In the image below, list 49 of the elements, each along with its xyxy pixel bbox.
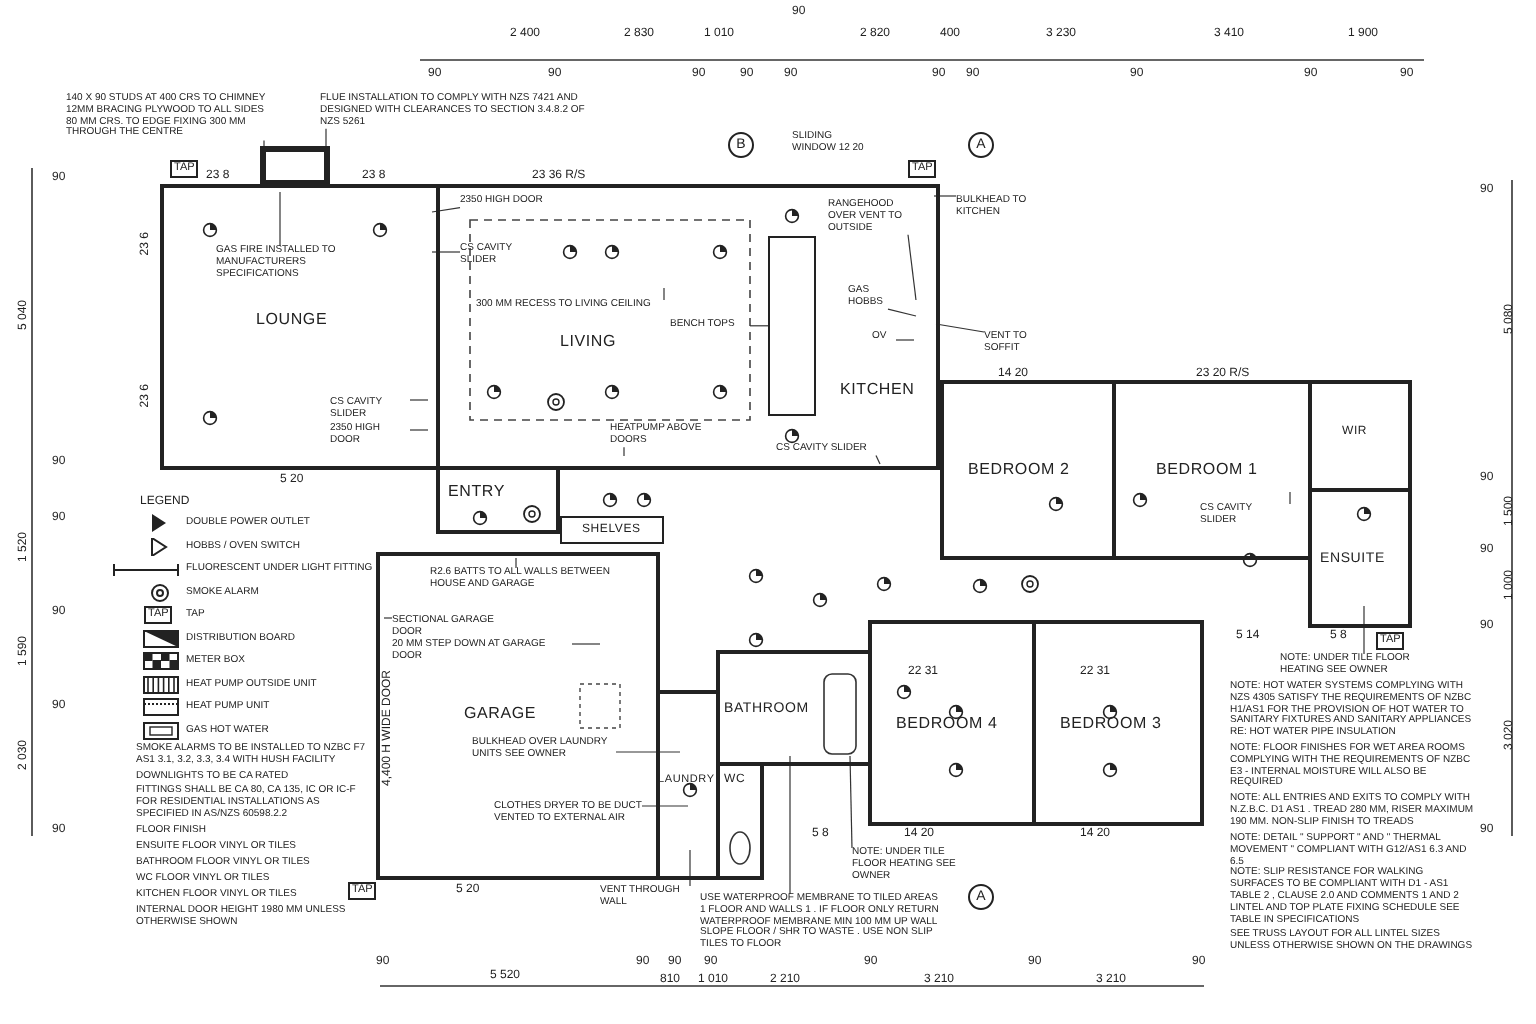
leader-line	[895, 339, 915, 341]
leader-line	[409, 399, 429, 401]
leader-line	[431, 251, 461, 253]
leader-line	[641, 805, 689, 807]
room-name: BEDROOM 2	[968, 460, 1070, 478]
leader-line	[279, 191, 281, 247]
room-name: BEDROOM 4	[896, 714, 998, 732]
room-name: LIVING	[560, 332, 617, 350]
leader-line	[789, 755, 791, 895]
room-outline	[1112, 380, 1312, 560]
room-outline	[656, 690, 720, 880]
leader-line	[849, 755, 853, 849]
room-outline	[1308, 380, 1412, 492]
room-name: BEDROOM 3	[1060, 714, 1162, 732]
leader-line	[689, 849, 691, 887]
chimney	[260, 146, 330, 186]
room-outline	[1032, 620, 1204, 826]
room-outline	[1308, 488, 1412, 628]
leader-line	[907, 234, 917, 301]
leader-line	[1363, 605, 1365, 655]
room-name: ENTRY	[448, 482, 505, 500]
room-name: GARAGE	[464, 704, 537, 722]
leader-line	[875, 455, 881, 465]
room-name: LOUNGE	[256, 310, 328, 328]
room-name: KITCHEN	[840, 380, 915, 398]
leader-line	[615, 751, 681, 753]
room-outline	[376, 552, 660, 880]
room-outline	[868, 620, 1036, 826]
room-outline	[716, 762, 764, 880]
kitchen-island	[768, 236, 816, 416]
leader-line	[383, 617, 393, 619]
room-outline	[436, 466, 560, 534]
leader-line	[749, 325, 769, 327]
leader-line	[887, 308, 917, 317]
room-outline	[436, 184, 940, 470]
shelving-outline	[560, 516, 664, 544]
leader-line	[409, 429, 429, 431]
leader-line	[623, 446, 625, 457]
leader-line	[1289, 491, 1291, 505]
room-outline	[940, 380, 1116, 560]
leader-line	[933, 195, 957, 197]
room-outline	[160, 184, 440, 470]
leader-line	[663, 287, 665, 301]
room-name: BEDROOM 1	[1156, 460, 1258, 478]
room-outline	[716, 650, 872, 766]
leader-line	[515, 557, 517, 569]
leader-line	[431, 207, 461, 213]
leader-line	[571, 643, 601, 645]
leader-line	[935, 323, 985, 333]
